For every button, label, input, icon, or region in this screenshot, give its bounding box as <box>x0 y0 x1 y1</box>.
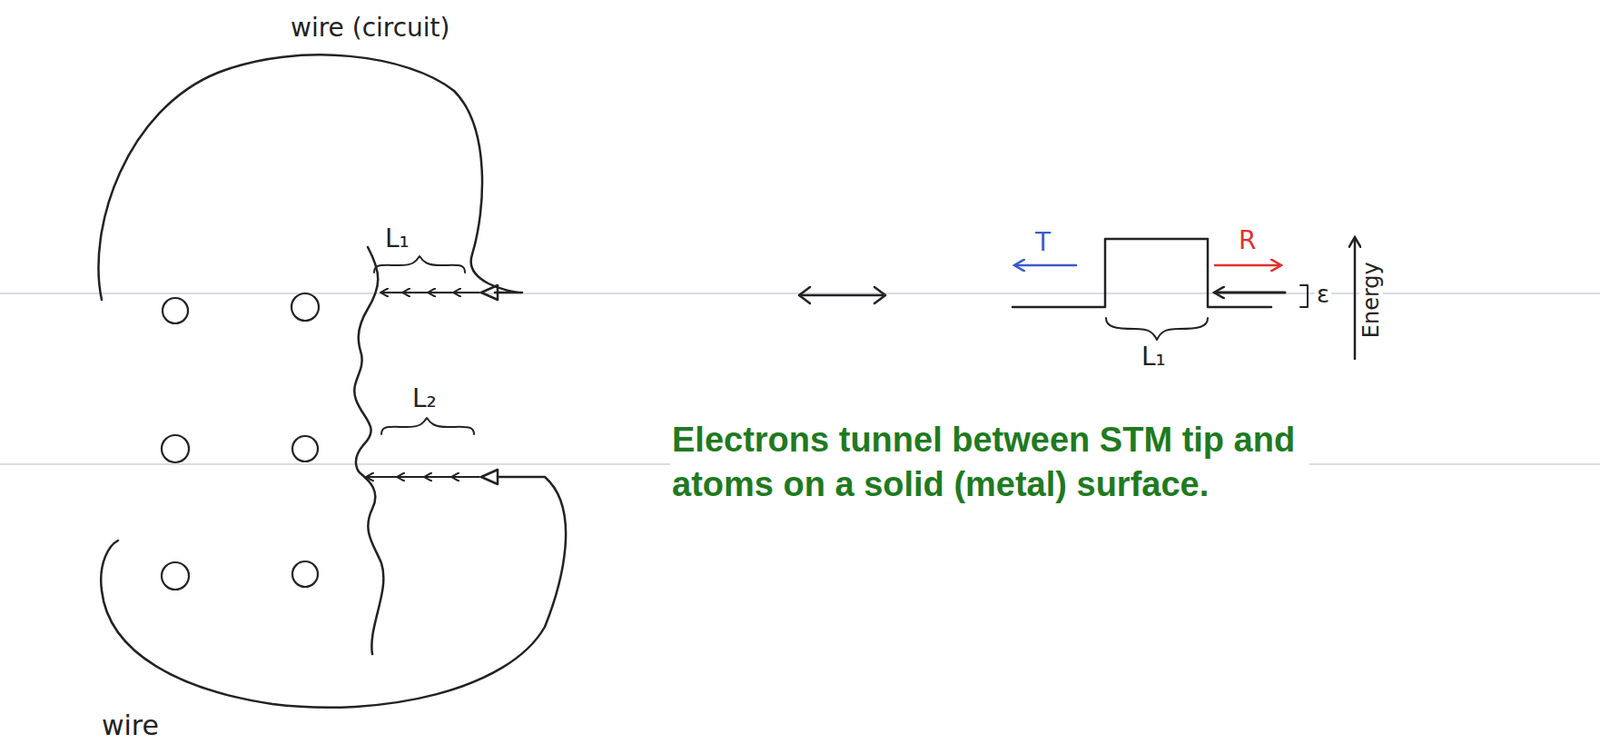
brace <box>374 256 465 273</box>
length-label: L₂ <box>410 385 439 414</box>
transmitted-arrow <box>1015 264 1077 267</box>
reflected-arrow <box>1214 264 1281 267</box>
brace <box>381 417 475 435</box>
energy-axis <box>1353 237 1357 359</box>
wire <box>100 476 566 708</box>
electron-arrows <box>366 292 480 477</box>
brace <box>1106 317 1208 340</box>
surface-wave <box>354 246 384 654</box>
length-label: L₁ <box>1139 343 1168 372</box>
wire-label: wire (circuit) <box>288 14 453 43</box>
axis-label: Energy <box>1359 259 1383 340</box>
atom <box>161 293 319 590</box>
tip-triangle <box>481 285 498 300</box>
caption-note: Electrons tunnel between STM tip and ato… <box>670 417 1310 508</box>
epsilon-bracket <box>1300 285 1308 307</box>
energy-symbol: ε <box>1314 281 1332 308</box>
transmission-label: T <box>1033 228 1053 257</box>
wire <box>98 54 523 300</box>
length-label: L₁ <box>383 225 412 254</box>
wire-label: wire <box>99 710 161 741</box>
reflection-label: R <box>1236 227 1258 256</box>
tip-triangle <box>481 469 498 484</box>
equivalence-arrow <box>799 286 886 304</box>
incident-arrow <box>1214 291 1285 295</box>
